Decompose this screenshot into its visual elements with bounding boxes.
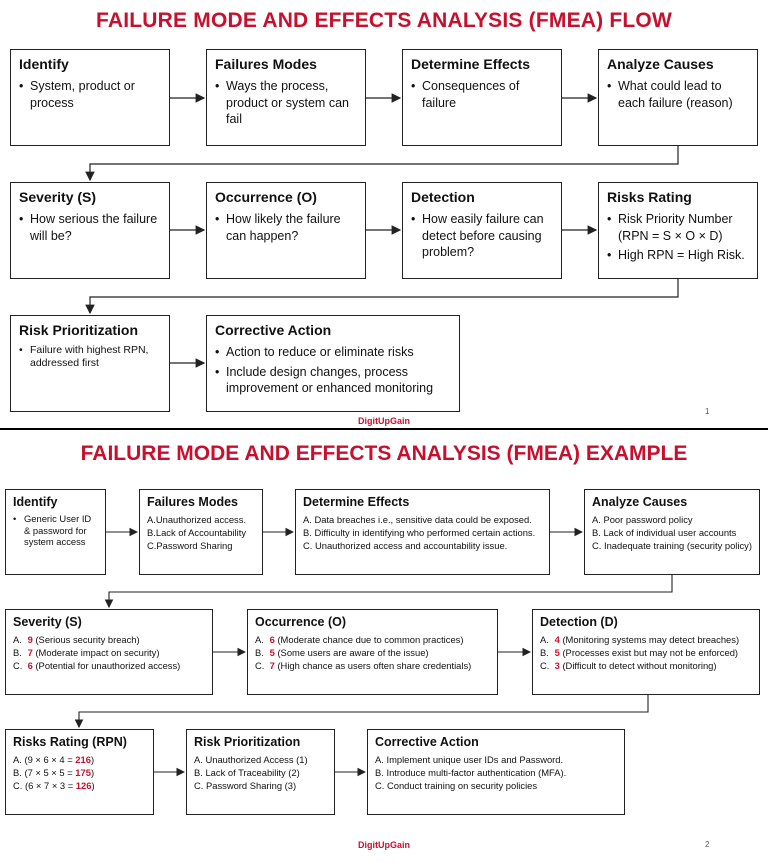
box-occurrence: Occurrence (O) How likely the failure ca…: [206, 182, 366, 279]
box-title: Risk Prioritization: [19, 322, 139, 338]
box-risks-rating: Risks Rating (RPN) A. (9 × 6 × 4 = 216) …: [5, 729, 154, 815]
score-row: C. 7 (High chance as users often share c…: [255, 660, 472, 671]
box-risk-prioritization: Risk Prioritization A. Unauthorized Acce…: [186, 729, 335, 815]
box-title: Failures Modes: [147, 495, 238, 509]
bullet: Risk Priority Number (RPN = S × O × D): [607, 211, 749, 244]
bullet: High RPN = High Risk.: [607, 247, 749, 264]
box-analyze-causes: Analyze Causes What could lead to each f…: [598, 49, 758, 146]
bullet: How likely the failure can happen?: [215, 211, 357, 244]
box-title: Severity (S): [19, 189, 97, 205]
line-item: C. Conduct training on security policies: [375, 780, 538, 791]
rpn-row: B. (7 × 5 × 5 = 175): [13, 767, 95, 778]
line-item: B. Lack of Traceability (2): [194, 767, 300, 778]
box-corrective-action: Corrective Action Action to reduce or el…: [206, 315, 460, 412]
rpn-row: A. (9 × 6 × 4 = 216): [13, 754, 95, 765]
line-item: C. Unauthorized access and accountabilit…: [303, 540, 508, 551]
box-analyze-causes: Analyze Causes A. Poor password policy B…: [584, 489, 760, 575]
bullet: Failure with highest RPN, addressed firs…: [19, 344, 161, 370]
arrow: [74, 695, 649, 729]
box-identify: Identify System, product or process: [10, 49, 170, 146]
box-detection: Detection How easily failure can detect …: [402, 182, 562, 279]
page-number: 2: [705, 840, 710, 849]
score-row: B. 5 (Processes exist but may not be enf…: [540, 647, 739, 658]
box-title: Risks Rating (RPN): [13, 735, 127, 749]
box-failure-modes: Failures Modes A.Unauthorized access. B.…: [139, 489, 263, 575]
bullet: Action to reduce or eliminate risks: [215, 344, 451, 361]
arrow: [104, 575, 673, 609]
line-item: B. Difficulty in identifying who perform…: [303, 527, 536, 538]
line-item: A. Data breaches i.e., sensitive data co…: [303, 514, 532, 525]
line-item: A. Unauthorized Access (1): [194, 754, 308, 765]
arrow: [85, 146, 679, 182]
slide-title: FAILURE MODE AND EFFECTS ANALYSIS (FMEA)…: [80, 442, 688, 465]
box-title: Risk Prioritization: [194, 735, 301, 749]
box-title: Corrective Action: [375, 735, 479, 749]
bullet: What could lead to each failure (reason): [607, 78, 749, 111]
box-title: Identify: [13, 495, 58, 509]
box-title: Corrective Action: [215, 322, 332, 338]
box-severity: Severity (S) How serious the failure wil…: [10, 182, 170, 279]
box-determine-effects: Determine Effects Consequences of failur…: [402, 49, 562, 146]
slide-fmea-flow: FAILURE MODE AND EFFECTS ANALYSIS (FMEA)…: [0, 0, 768, 430]
box-title: Occurrence (O): [215, 189, 317, 205]
line-item: A. Implement unique user IDs and Passwor…: [375, 754, 564, 765]
line-item: A.Unauthorized access.: [147, 514, 247, 525]
box-risk-prioritization: Risk Prioritization Failure with highest…: [10, 315, 170, 412]
flow-arrows: [85, 93, 679, 368]
box-identify: Identify Generic User ID & password for …: [5, 489, 106, 575]
line-item: C.Password Sharing: [147, 540, 233, 551]
line-item: A. Poor password policy: [592, 514, 693, 525]
box-detection: Detection (D) A. 4 (Monitoring systems m…: [532, 609, 760, 695]
box-title: Occurrence (O): [255, 615, 347, 629]
bullet: How easily failure can detect before cau…: [411, 211, 553, 261]
box-title: Detection (D): [540, 615, 618, 629]
rpn-row: C. (6 × 7 × 3 = 126): [13, 780, 95, 791]
score-row: C. 6 (Potential for unauthorized access): [13, 660, 181, 671]
box-severity: Severity (S) A. 9 (Serious security brea…: [5, 609, 213, 695]
box-title: Identify: [19, 56, 69, 72]
box-determine-effects: Determine Effects A. Data breaches i.e.,…: [295, 489, 550, 575]
bullet: Include design changes, process improvem…: [215, 364, 451, 397]
line-item: B. Introduce multi-factor authentication…: [375, 767, 567, 778]
bullet: Consequences of failure: [411, 78, 553, 111]
score-row: A. 4 (Monitoring systems may detect brea…: [540, 634, 740, 645]
score-row: B. 5 (Some users are aware of the issue): [255, 647, 429, 658]
bullet: How serious the failure will be?: [19, 211, 161, 244]
box-failure-modes: Failures Modes Ways the process, product…: [206, 49, 366, 146]
score-row: B. 7 (Moderate impact on security): [13, 647, 160, 658]
slide-title: FAILURE MODE AND EFFECTS ANALYSIS (FMEA)…: [96, 9, 672, 32]
line-item: B. Lack of individual user accounts: [592, 527, 737, 538]
box-title: Failures Modes: [215, 56, 317, 72]
box-title: Determine Effects: [411, 56, 531, 72]
footer-brand: DigitUpGain: [358, 416, 410, 426]
box-title: Analyze Causes: [592, 495, 688, 509]
box-title: Risks Rating: [607, 189, 692, 205]
box-corrective-action: Corrective Action A. Implement unique us…: [367, 729, 625, 815]
box-title: Analyze Causes: [607, 56, 714, 72]
slide-fmea-example: FAILURE MODE AND EFFECTS ANALYSIS (FMEA)…: [0, 432, 768, 866]
box-risks-rating: Risks Rating Risk Priority Number (RPN =…: [598, 182, 758, 279]
bullet: System, product or process: [19, 78, 161, 111]
page-number: 1: [705, 407, 710, 416]
footer-brand: DigitUpGain: [358, 840, 410, 850]
line-item: C. Inadequate training (security policy): [592, 540, 752, 551]
flow-arrows: [74, 527, 673, 777]
box-title: Severity (S): [13, 615, 82, 629]
box-occurrence: Occurrence (O) A. 6 (Moderate chance due…: [247, 609, 498, 695]
box-title: Detection: [411, 189, 475, 205]
line-item: B.Lack of Accountability: [147, 527, 247, 538]
score-row: C. 3 (Difficult to detect without monito…: [540, 660, 717, 671]
line-item: C. Password Sharing (3): [194, 780, 297, 791]
score-row: A. 9 (Serious security breach): [13, 634, 140, 645]
bullet: Ways the process, product or system can …: [215, 78, 357, 128]
arrow: [85, 279, 679, 315]
box-title: Determine Effects: [303, 495, 410, 509]
bullet: Generic User ID & password for system ac…: [13, 513, 98, 548]
score-row: A. 6 (Moderate chance due to common prac…: [255, 634, 464, 645]
